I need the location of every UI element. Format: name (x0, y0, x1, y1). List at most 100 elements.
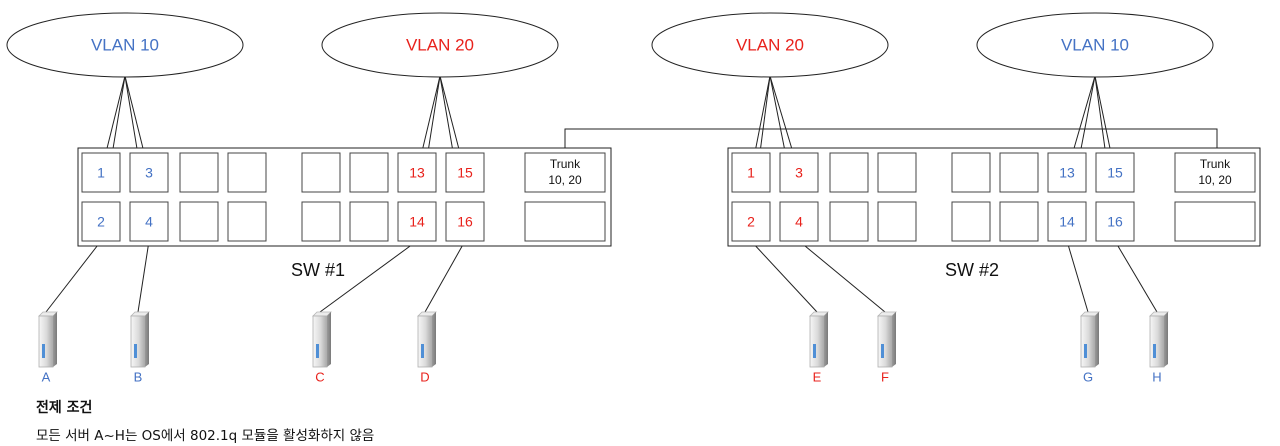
server-body (130, 315, 146, 368)
trunk-port (1174, 152, 1256, 193)
switch-port (524, 201, 606, 242)
trunk-link (564, 128, 1218, 153)
server-led (134, 344, 137, 358)
switch-port (951, 201, 991, 242)
port-label: 14 (409, 214, 425, 230)
server-body (38, 315, 54, 368)
trunk-label: Trunk (1200, 157, 1231, 171)
port-label: 13 (1059, 165, 1075, 181)
vlan-label: VLAN 20 (406, 36, 474, 55)
port-label: 3 (795, 165, 803, 181)
server-body (1149, 315, 1165, 368)
server-led (316, 344, 319, 358)
switch-port (779, 201, 819, 242)
server-link (1066, 240, 1089, 313)
switch-port (999, 201, 1039, 242)
server-link (750, 240, 818, 313)
trunk-vlans-label: 10, 20 (1198, 173, 1232, 187)
server-label: C (315, 370, 324, 385)
vlan-label: VLAN 10 (91, 36, 159, 55)
port-label: 1 (97, 165, 105, 181)
switch-port (301, 152, 341, 193)
server-body (1080, 315, 1096, 368)
port-label: 4 (145, 214, 153, 230)
server-label: A (42, 370, 51, 385)
switch-port (179, 201, 219, 242)
server-body (877, 315, 893, 368)
server-label: B (134, 370, 143, 385)
switch-label: SW #1 (291, 260, 345, 280)
port-label: 14 (1059, 214, 1075, 230)
server-link (424, 240, 466, 313)
vlan-ellipse (976, 12, 1214, 78)
server-link (319, 240, 418, 313)
switch-port (1095, 152, 1135, 193)
server-led (881, 344, 884, 358)
vlan-ellipse (6, 12, 244, 78)
switch-port (829, 201, 869, 242)
port-label: 15 (1107, 165, 1123, 181)
switch-port (999, 152, 1039, 193)
server-led (1153, 344, 1156, 358)
switch-port (227, 201, 267, 242)
switch-port (445, 152, 485, 193)
switch-port (227, 152, 267, 193)
switch-port (731, 201, 771, 242)
switch-port (877, 152, 917, 193)
port-label: 3 (145, 165, 153, 181)
server-label: H (1152, 370, 1161, 385)
server-side (824, 312, 828, 367)
switch-port (731, 152, 771, 193)
switch-port (1047, 201, 1087, 242)
vlan-ellipse (321, 12, 559, 78)
vlan-ellipse (651, 12, 889, 78)
switch-port (1047, 152, 1087, 193)
port-label: 15 (457, 165, 473, 181)
port-label: 16 (1107, 214, 1123, 230)
switch-port (81, 201, 121, 242)
server-side (1164, 312, 1168, 367)
switch-port (81, 152, 121, 193)
server-label: F (881, 370, 889, 385)
server-link (1114, 240, 1158, 313)
server-side (432, 312, 436, 367)
vlan-label: VLAN 10 (1061, 36, 1129, 55)
switch-port (877, 201, 917, 242)
server-body (312, 315, 328, 368)
server-label: G (1083, 370, 1093, 385)
server-side (892, 312, 896, 367)
server-led (42, 344, 45, 358)
switch-label: SW #2 (945, 260, 999, 280)
switch-port (349, 152, 389, 193)
port-label: 4 (795, 214, 803, 230)
server-link (137, 240, 150, 313)
server-led (421, 344, 424, 358)
switch-port (1174, 201, 1256, 242)
server-led (1084, 344, 1087, 358)
switch-port (349, 201, 389, 242)
server-side (53, 312, 57, 367)
server-link (45, 240, 102, 313)
switch-port (1095, 201, 1135, 242)
switch-port (129, 201, 169, 242)
vlan-label: VLAN 20 (736, 36, 804, 55)
switch-port (951, 152, 991, 193)
server-link (798, 240, 886, 313)
server-body (417, 315, 433, 368)
trunk-vlans-label: 10, 20 (548, 173, 582, 187)
server-side (327, 312, 331, 367)
port-label: 16 (457, 214, 473, 230)
server-led (813, 344, 816, 358)
port-label: 13 (409, 165, 425, 181)
switch-port (397, 201, 437, 242)
switch-port (397, 152, 437, 193)
server-body (809, 315, 825, 368)
server-side (145, 312, 149, 367)
port-label: 2 (747, 214, 755, 230)
trunk-label: Trunk (550, 157, 581, 171)
server-label: D (420, 370, 429, 385)
switch-port (129, 152, 169, 193)
switch-port (301, 201, 341, 242)
port-label: 2 (97, 214, 105, 230)
